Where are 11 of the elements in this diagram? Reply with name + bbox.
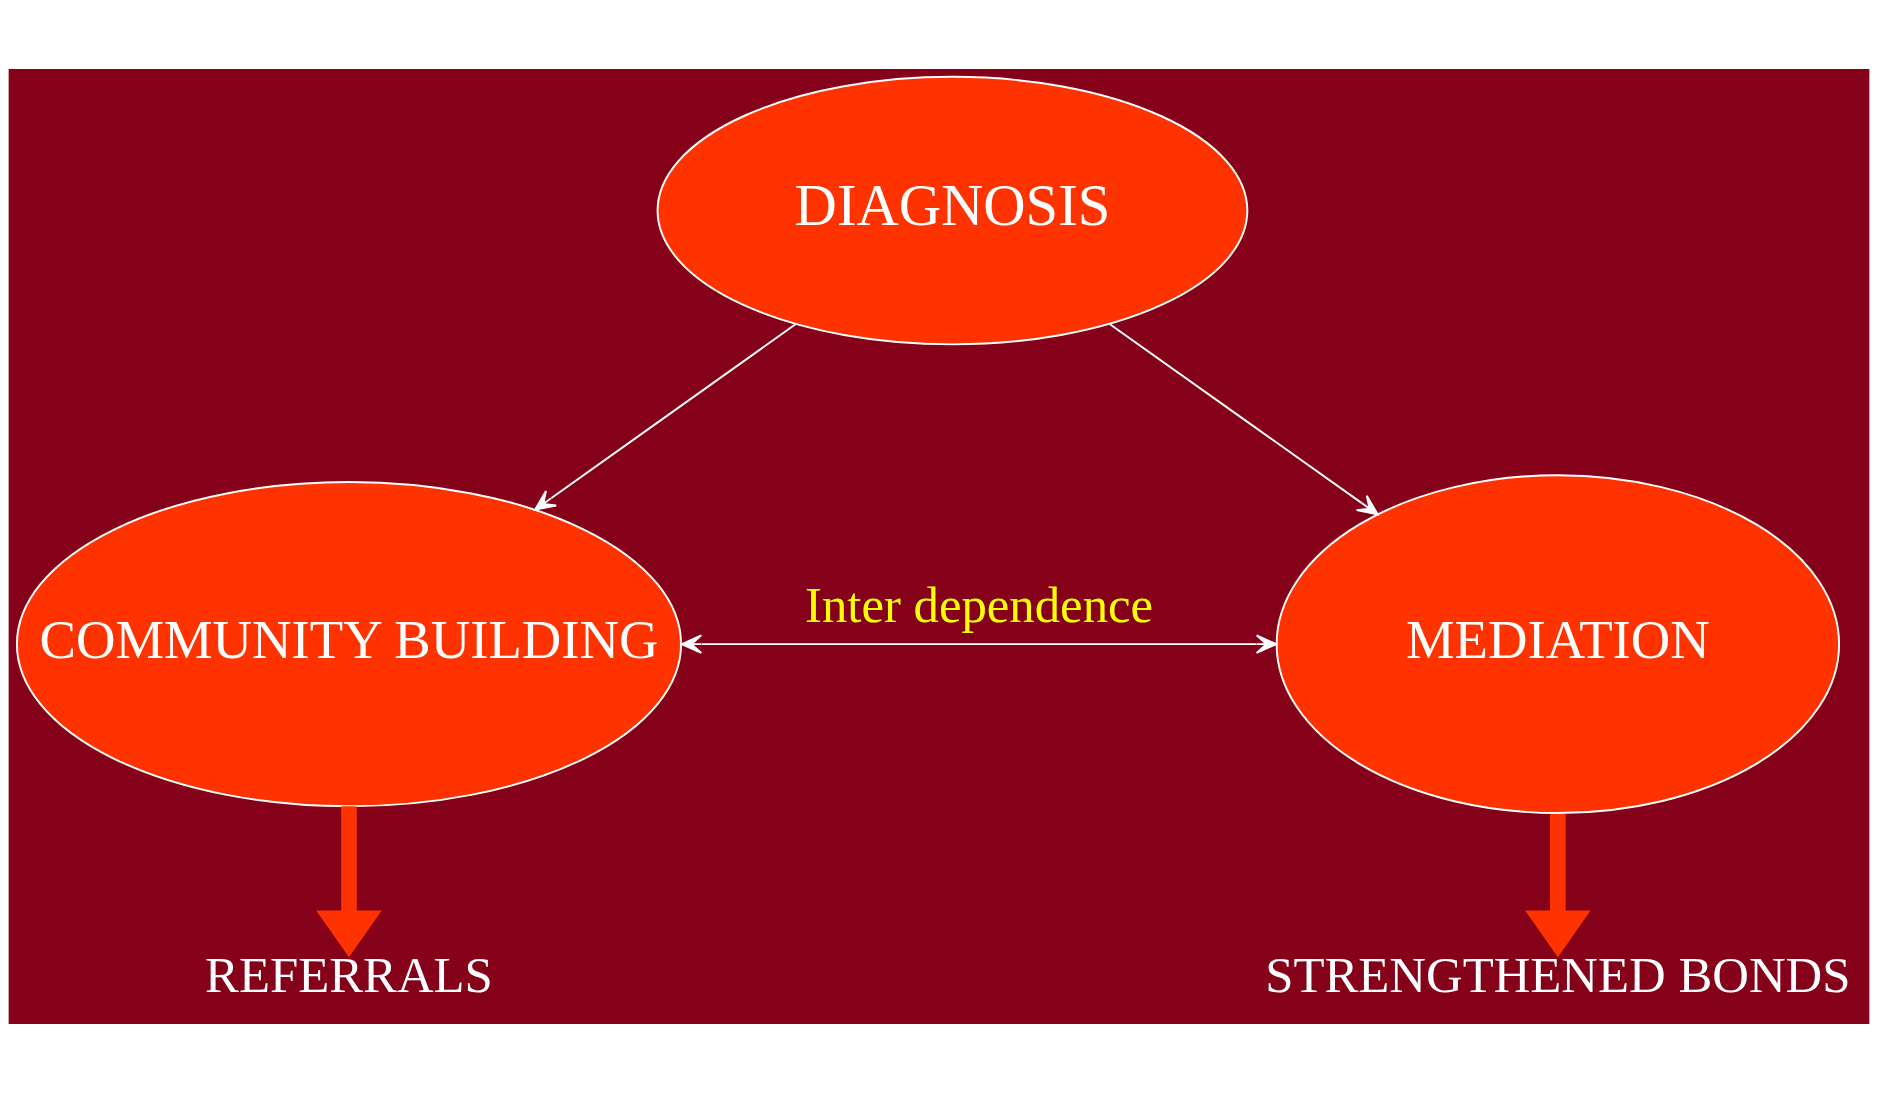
node-ellipse: COMMUNITY BUILDING (15, 481, 682, 808)
edge-label: Inter dependence (805, 577, 1154, 634)
node-text: REFERRALS (205, 947, 493, 1004)
arrow (1108, 323, 1379, 516)
node-text: STRENGTHENED BONDS (1265, 947, 1851, 1004)
arrow (1525, 814, 1591, 958)
arrow (534, 323, 797, 511)
arrow (316, 806, 382, 958)
node-ellipse: DIAGNOSIS (656, 75, 1249, 346)
arrow (680, 634, 1278, 654)
node-ellipse: MEDIATION (1275, 474, 1841, 815)
